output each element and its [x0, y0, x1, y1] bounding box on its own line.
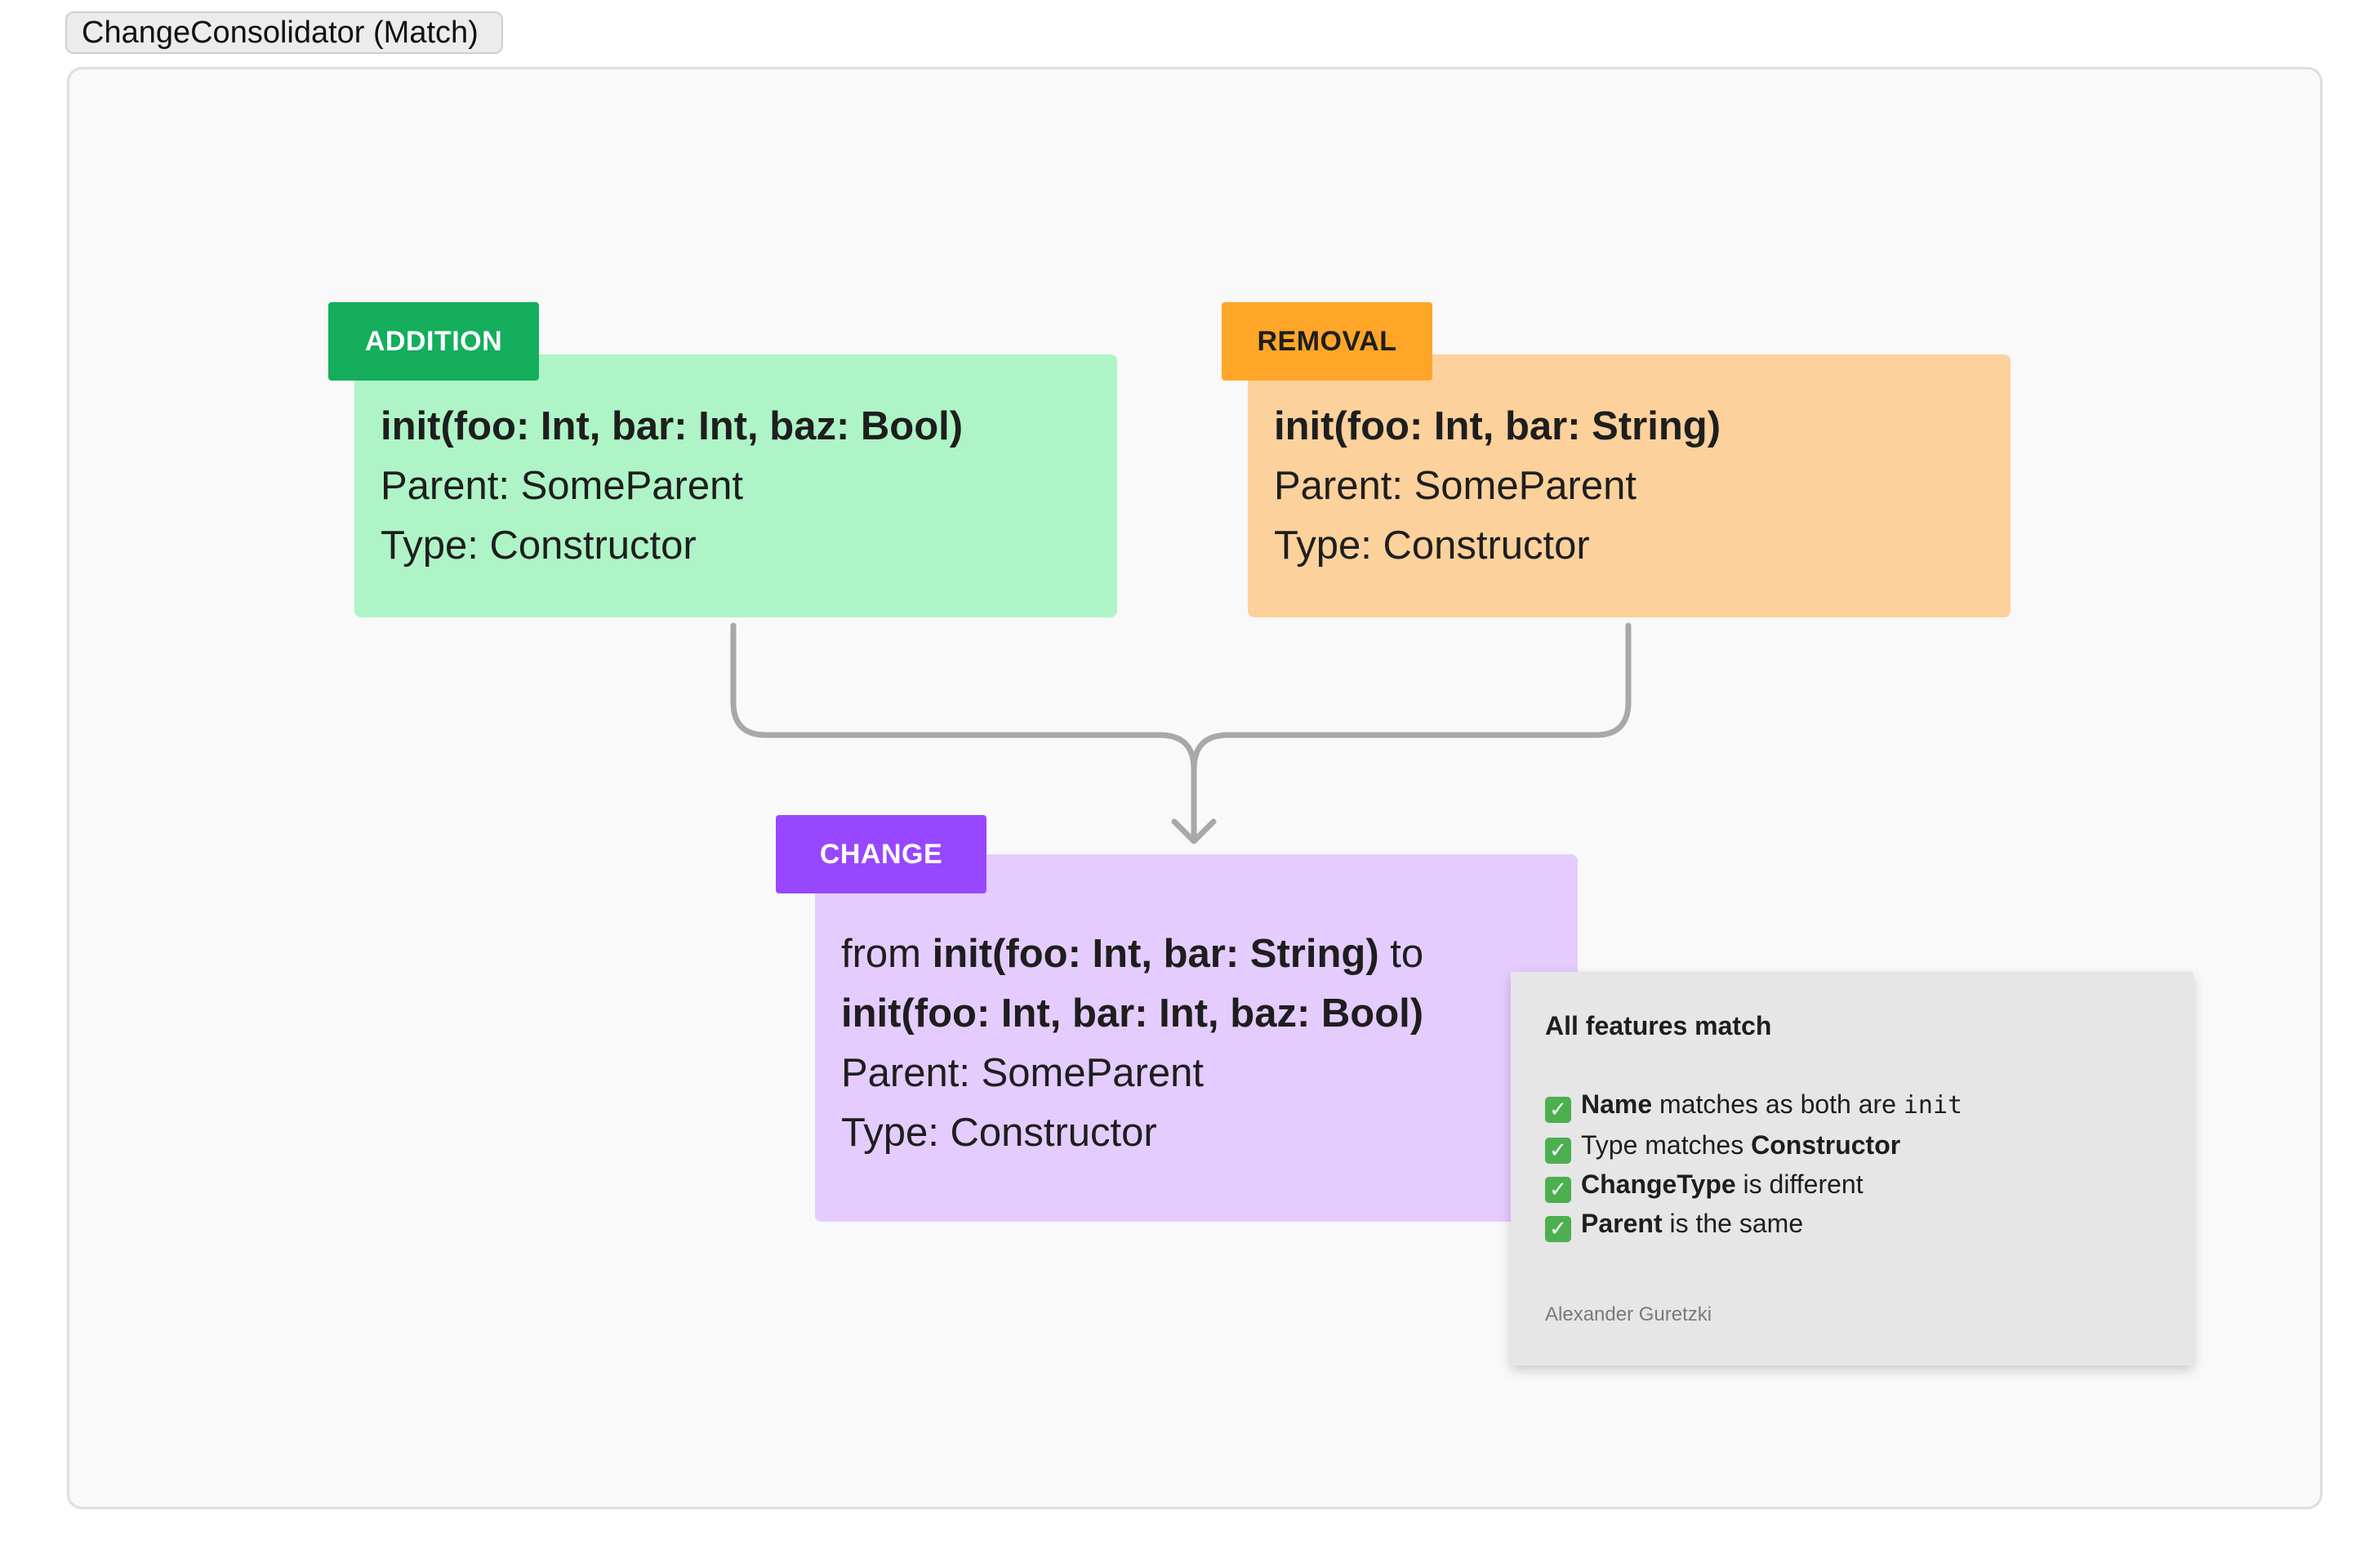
addition-card[interactable]: init(foo: Int, bar: Int, baz: Bool) Pare… [354, 354, 1117, 617]
to-signature: init(foo: Int, bar: Int, baz: Bool) [841, 991, 1424, 1036]
to-word: to [1390, 932, 1424, 976]
item-bold: Parent [1581, 1209, 1663, 1238]
item-text: is different [1735, 1169, 1864, 1199]
removal-card[interactable]: init(foo: Int, bar: String) Parent: Some… [1248, 354, 2011, 617]
change-type: Type: Constructor [841, 1111, 1157, 1155]
change-tag[interactable]: CHANGE [776, 815, 986, 893]
removal-tag[interactable]: REMOVAL [1222, 302, 1432, 381]
item-code: init [1903, 1091, 1963, 1120]
sticky-item-name: ✓ Name matches as both are init [1545, 1085, 2161, 1125]
addition-signature: init(foo: Int, bar: Int, baz: Bool) [381, 397, 1065, 457]
item-text: Type matches [1581, 1130, 1752, 1160]
item-text: is the same [1662, 1209, 1804, 1238]
removal-type: Type: Constructor [1274, 523, 1590, 568]
sticky-note[interactable]: All features match ✓ Name matches as both… [1511, 972, 2193, 1365]
checkmark-icon: ✓ [1545, 1138, 1571, 1164]
item-bold: Constructor [1751, 1130, 1901, 1160]
addition-type: Type: Constructor [381, 523, 697, 568]
from-word: from [841, 932, 921, 976]
change-from-line: from init(foo: Int, bar: String) to [841, 924, 1525, 984]
addition-tag[interactable]: ADDITION [328, 302, 539, 381]
checkmark-icon: ✓ [1545, 1097, 1571, 1123]
connector-from-removal [1191, 622, 1632, 773]
sticky-author: Alexander Guretzki [1545, 1303, 1712, 1325]
change-parent: Parent: SomeParent [841, 1051, 1204, 1095]
addition-signature-text: init(foo: Int, bar: Int, baz: Bool) [381, 404, 964, 448]
item-text: matches as both are [1652, 1089, 1904, 1119]
arrow-head-icon [1171, 818, 1217, 844]
frame-title[interactable]: ChangeConsolidator (Match) [65, 11, 503, 54]
sticky-title: All features match [1545, 1011, 1772, 1040]
change-card[interactable]: from init(foo: Int, bar: String) to init… [815, 854, 1578, 1222]
from-signature: init(foo: Int, bar: String) [932, 932, 1379, 976]
removal-signature: init(foo: Int, bar: String) [1274, 397, 1958, 457]
change-to-line: init(foo: Int, bar: Int, baz: Bool) [841, 984, 1525, 1044]
checkmark-icon: ✓ [1545, 1177, 1571, 1203]
sticky-item-parent: ✓ Parent is the same [1545, 1204, 2161, 1243]
addition-parent: Parent: SomeParent [381, 464, 743, 508]
connector-from-addition [730, 622, 1197, 841]
item-bold: ChangeType [1581, 1169, 1736, 1199]
sticky-item-type: ✓ Type matches Constructor [1545, 1125, 2161, 1165]
item-bold: Name [1581, 1089, 1653, 1119]
removal-parent: Parent: SomeParent [1274, 464, 1637, 508]
checkmark-icon: ✓ [1545, 1216, 1571, 1242]
removal-signature-text: init(foo: Int, bar: String) [1274, 404, 1721, 448]
sticky-item-changetype: ✓ ChangeType is different [1545, 1165, 2161, 1204]
